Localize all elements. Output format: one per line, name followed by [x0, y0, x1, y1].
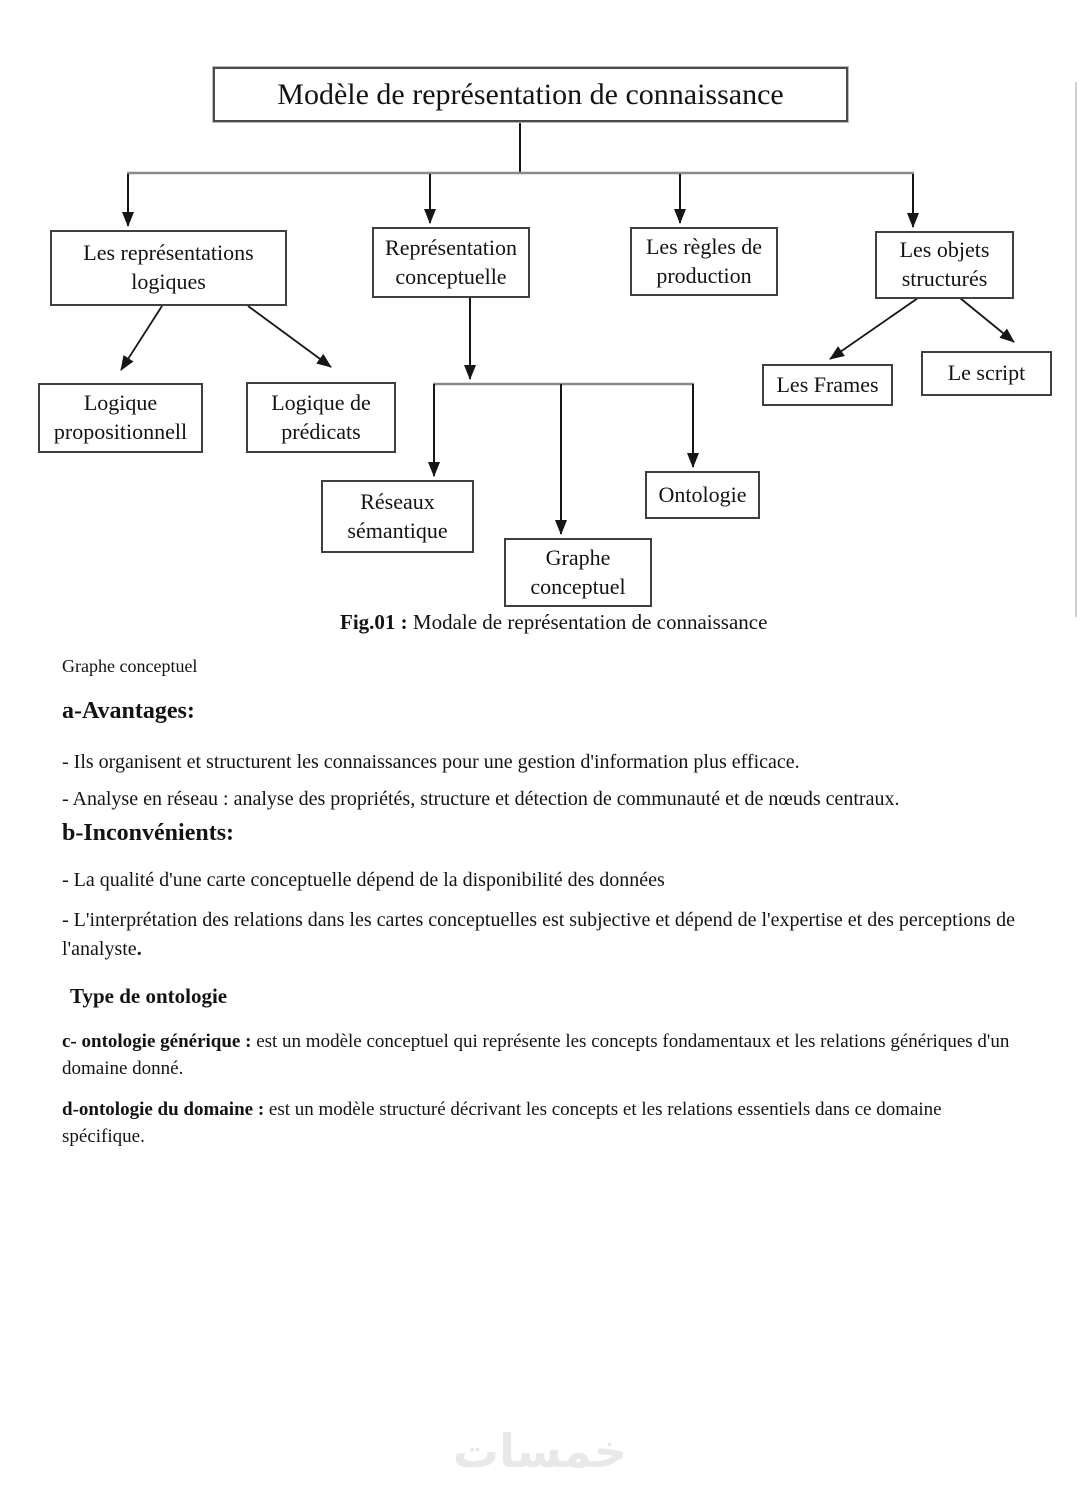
advantage-item: - Analyse en réseau : analyse des propri… — [62, 788, 900, 810]
node-regles-de-production: Les règles de production — [630, 227, 778, 296]
disadvantage-item: - L'interprétation des relations dans le… — [62, 906, 1017, 964]
disadvantage-item: - La qualité d'une carte conceptuelle dé… — [62, 869, 665, 891]
advantages-heading: a-Avantages: — [62, 698, 195, 724]
ontology-domain-lead: d-ontologie du domaine : — [62, 1099, 265, 1120]
ontology-type-heading: Type de ontologie — [70, 984, 228, 1008]
disadvantage-text: - L'interprétation des relations dans le… — [62, 909, 1015, 960]
node-le-script: Le script — [921, 351, 1052, 396]
figure-caption-label: Fig.01 : — [340, 610, 408, 634]
node-root: Modèle de représentation de connaissance — [213, 67, 848, 122]
ontology-domain-text: est un modèle structuré décrivant les co… — [62, 1099, 942, 1147]
node-logique-de-predicats: Logique de prédicats — [246, 382, 396, 453]
node-les-frames: Les Frames — [762, 364, 893, 406]
node-graphe-conceptuel: Graphe conceptuel — [504, 538, 652, 607]
node-objets-structures: Les objets structurés — [875, 231, 1014, 299]
ontology-generic-text: est un modèle conceptuel qui représente … — [62, 1031, 1010, 1079]
advantage-item: - Ils organisent et structurent les conn… — [62, 751, 800, 773]
diagram-connectors — [120, 122, 1015, 535]
intro-label: Graphe conceptuel — [62, 656, 198, 676]
scan-edge-line — [1075, 82, 1077, 617]
figure-caption-text: Modale de représentation de connaissance — [407, 610, 768, 634]
node-ontologie: Ontologie — [645, 471, 760, 519]
figure-caption: Fig.01 : Modale de représentation de con… — [340, 610, 767, 635]
khamsat-watermark: خمسات — [452, 1424, 628, 1478]
ontology-generic-paragraph: c- ontologie générique : est un modèle c… — [62, 1029, 1012, 1083]
node-logique-propositionnell: Logique propositionnell — [38, 383, 203, 453]
ontology-domain-paragraph: d-ontologie du domaine : est un modèle s… — [62, 1097, 1022, 1151]
disadvantages-heading: b-Inconvénients: — [62, 820, 235, 846]
node-representation-conceptuelle: Représentation conceptuelle — [372, 227, 530, 298]
node-reseaux-semantique: Réseaux sémantique — [321, 480, 474, 553]
ontology-generic-lead: c- ontologie générique : — [62, 1031, 252, 1052]
node-representations-logiques: Les représentations logiques — [50, 230, 287, 306]
disadvantage-period: . — [136, 938, 142, 960]
